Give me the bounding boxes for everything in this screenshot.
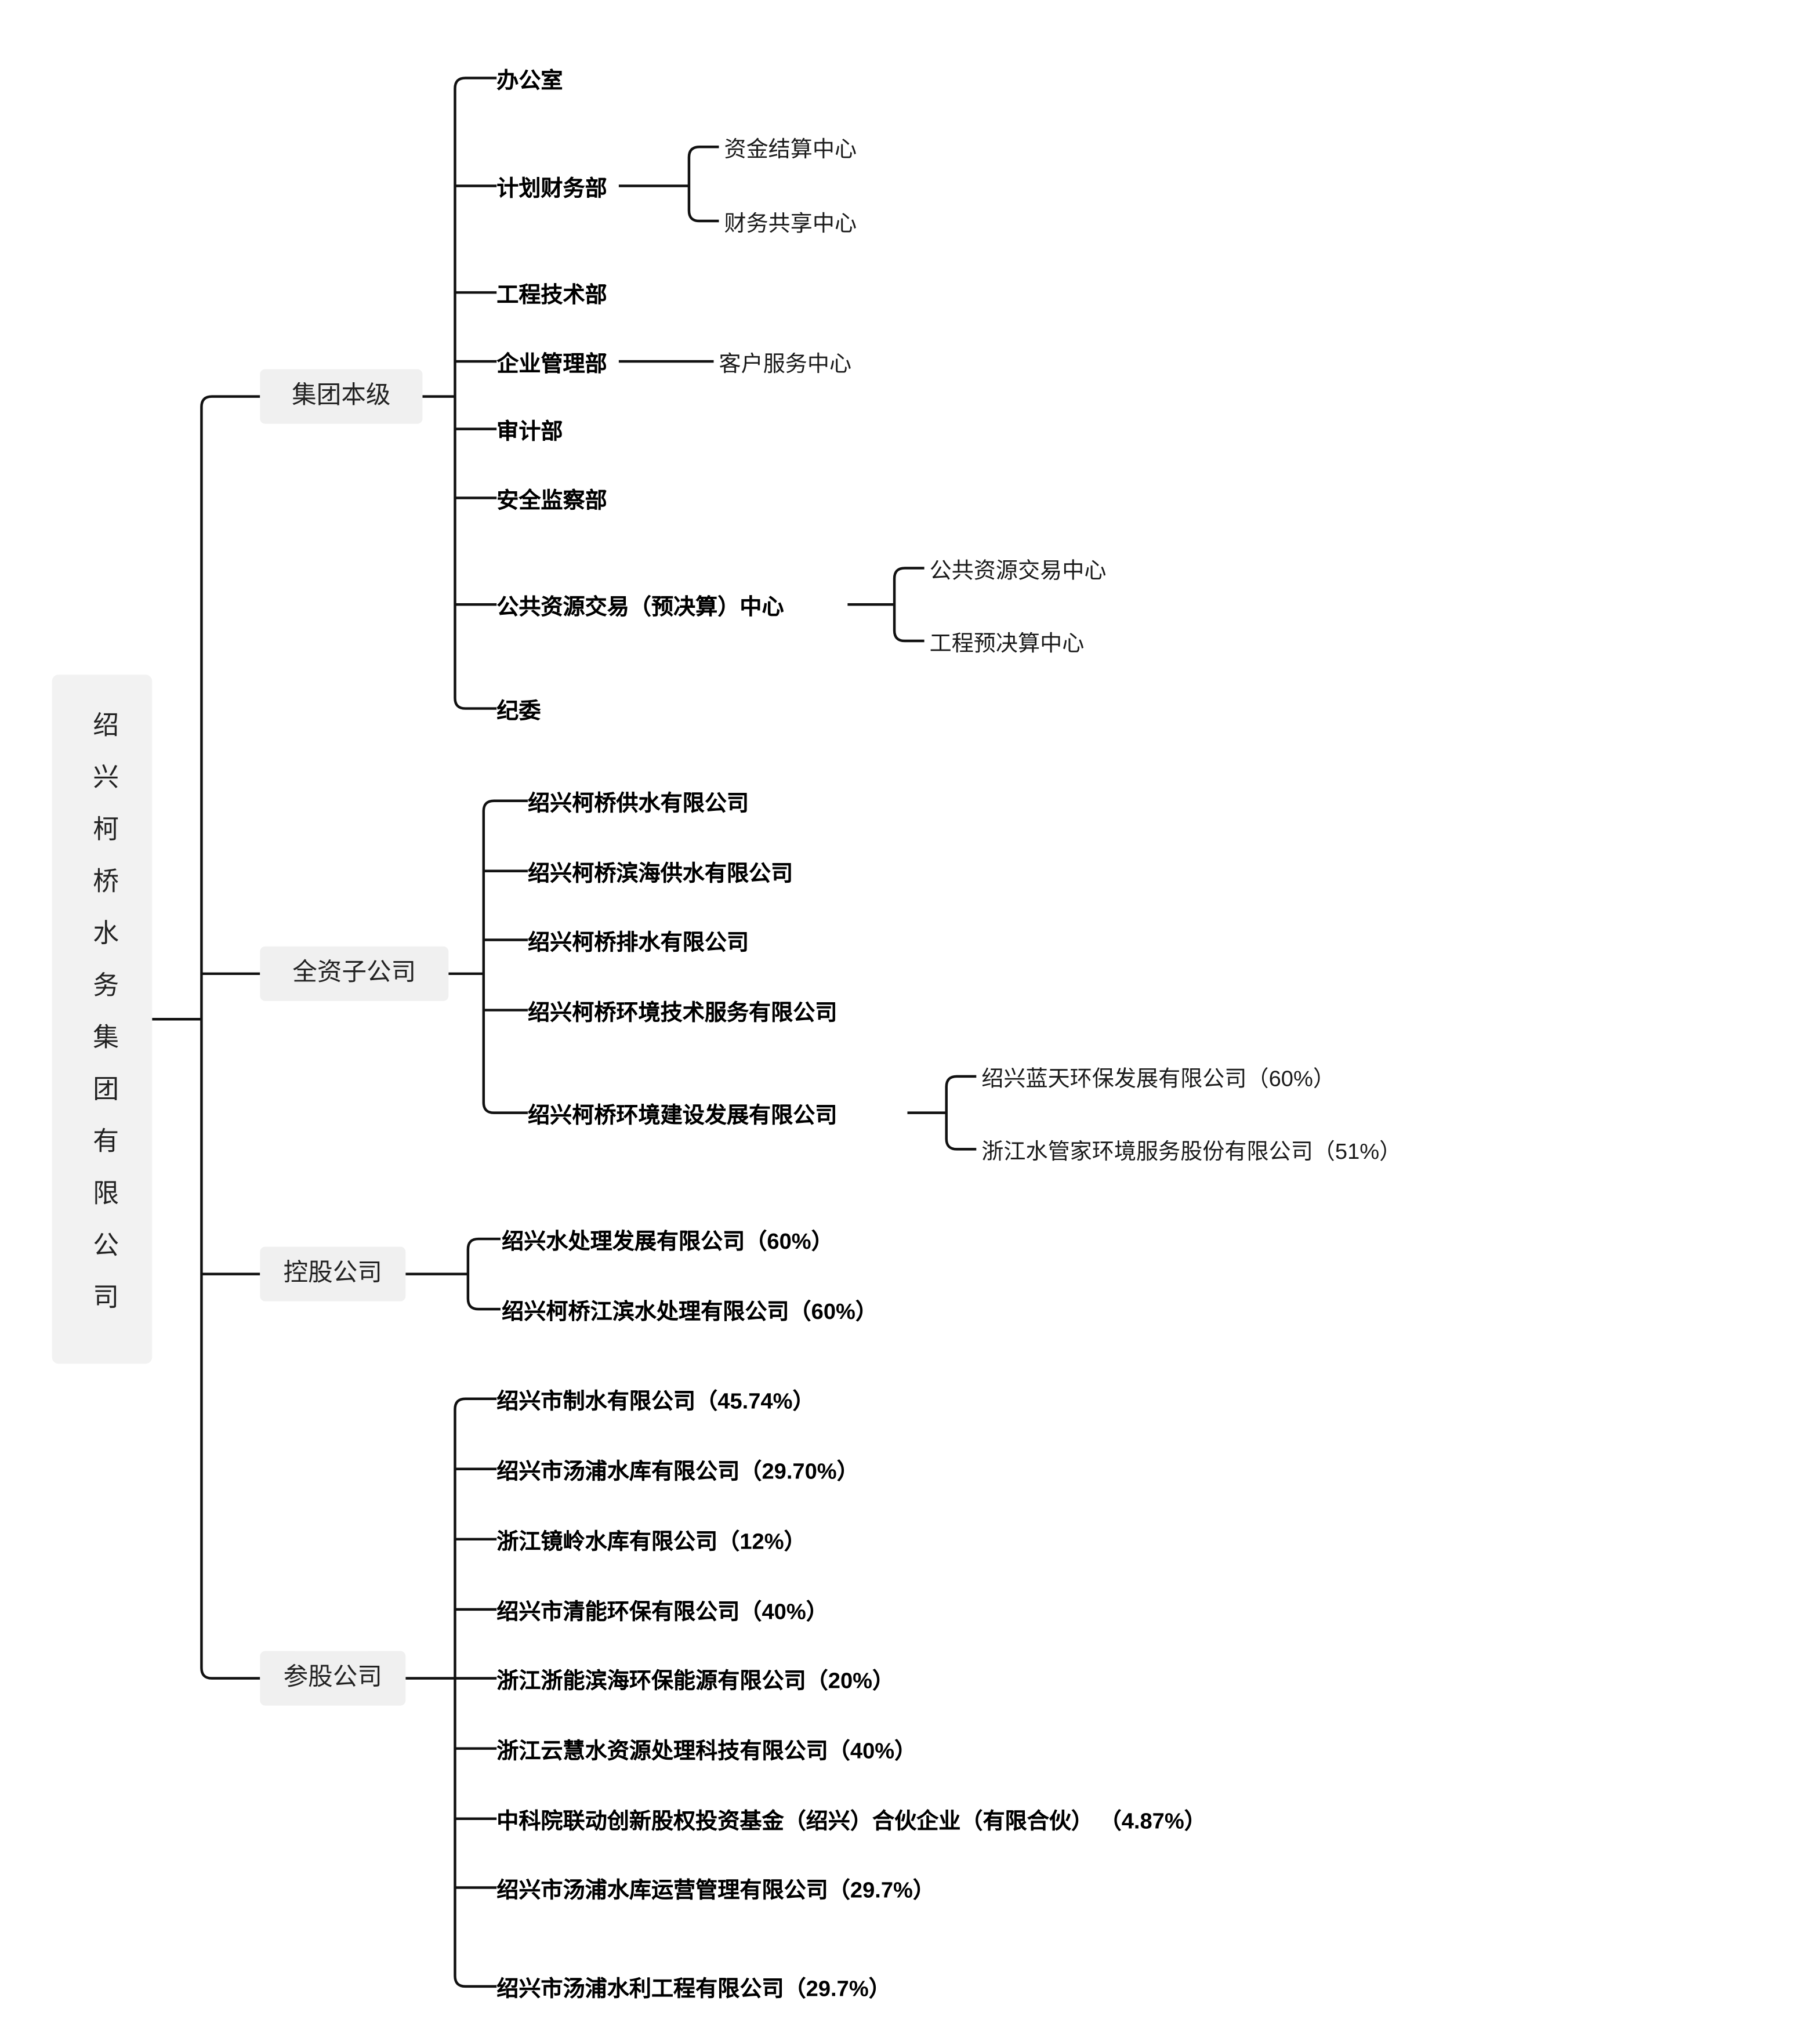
root-company: 绍兴柯桥水务集团有限公司 <box>52 675 153 1364</box>
company-node: 绍兴柯桥滨海供水有限公司 <box>528 861 793 886</box>
connector-path <box>152 77 977 1988</box>
branch-wholly-owned-subsidiaries: 全资子公司 <box>260 946 449 1001</box>
sub-company-node: 绍兴蓝天环保发展有限公司（60%） <box>981 1067 1335 1092</box>
sub-company-node: 浙江水管家环境服务股份有限公司（51%） <box>981 1139 1402 1165</box>
dept-node: 企业管理部 <box>496 351 607 376</box>
company-node: 绍兴市制水有限公司（45.74%） <box>496 1389 815 1414</box>
company-node: 绍兴柯桥环境技术服务有限公司 <box>528 1000 838 1025</box>
dept-node: 安全监察部 <box>496 488 607 513</box>
company-node: 绍兴市汤浦水利工程有限公司（29.7%） <box>496 1977 891 2002</box>
sub-dept-node: 资金结算中心 <box>724 137 857 162</box>
company-node: 绍兴柯桥排水有限公司 <box>528 930 749 955</box>
company-node: 绍兴市汤浦水库有限公司（29.70%） <box>496 1459 859 1484</box>
branch-participation-companies: 参股公司 <box>260 1651 406 1706</box>
dept-node: 计划财务部 <box>496 176 607 201</box>
dept-node: 纪委 <box>496 698 541 724</box>
dept-node: 工程技术部 <box>496 282 607 308</box>
company-node: 绍兴柯桥环境建设发展有限公司 <box>528 1103 838 1128</box>
sub-dept-node: 财务共享中心 <box>724 211 857 236</box>
branch-holding-companies: 控股公司 <box>260 1246 406 1302</box>
sub-dept-node: 公共资源交易中心 <box>929 558 1107 583</box>
sub-dept-node: 工程预决算中心 <box>929 631 1085 656</box>
company-node: 绍兴柯桥供水有限公司 <box>528 791 749 816</box>
company-node: 中科院联动创新股权投资基金（绍兴）合伙企业（有限合伙） （4.87%） <box>496 1808 1206 1834</box>
company-node: 绍兴市汤浦水库运营管理有限公司（29.7%） <box>496 1877 936 1903</box>
company-node: 绍兴市清能环保有限公司（40%） <box>496 1600 828 1625</box>
company-node: 浙江云慧水资源处理科技有限公司（40%） <box>496 1738 917 1764</box>
dept-node: 办公室 <box>496 68 563 93</box>
company-node: 绍兴水处理发展有限公司（60%） <box>502 1229 833 1254</box>
dept-node: 公共资源交易（预决算）中心 <box>496 594 784 620</box>
branch-group-headquarters: 集团本级 <box>260 369 423 424</box>
company-node: 浙江浙能滨海环保能源有限公司（20%） <box>496 1668 895 1694</box>
sub-dept-node: 客户服务中心 <box>719 351 852 376</box>
company-node: 绍兴柯桥江滨水处理有限公司（60%） <box>502 1299 878 1324</box>
company-node: 浙江镜岭水库有限公司（12%） <box>496 1529 806 1554</box>
dept-node: 审计部 <box>496 419 563 444</box>
